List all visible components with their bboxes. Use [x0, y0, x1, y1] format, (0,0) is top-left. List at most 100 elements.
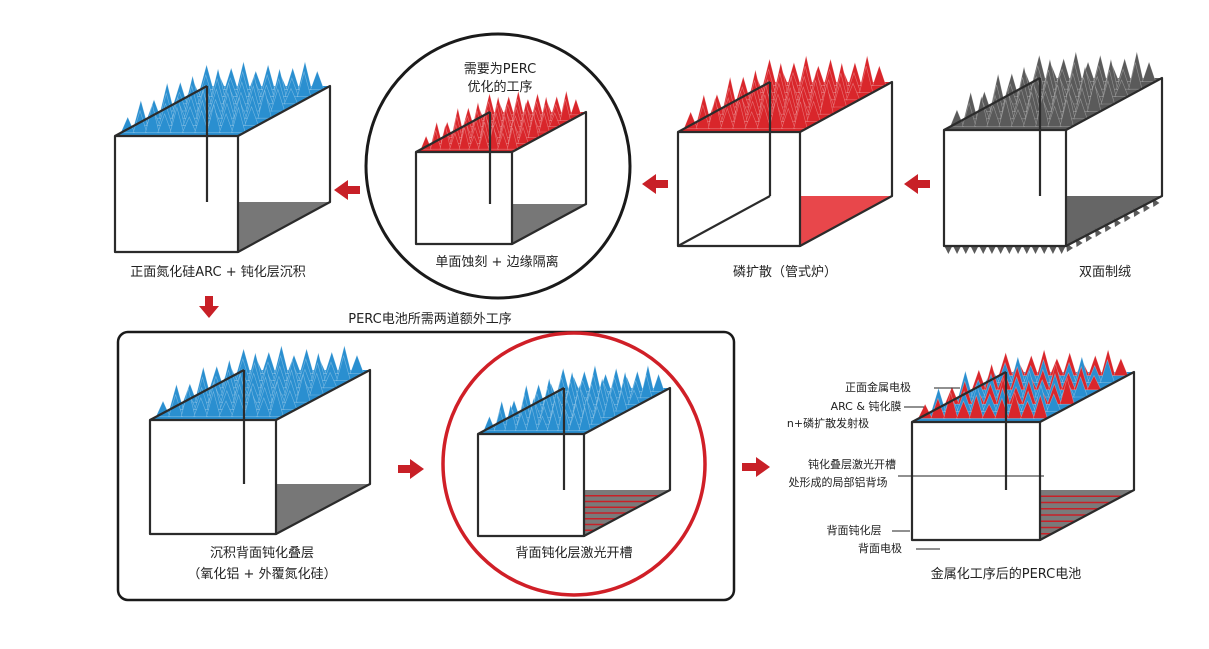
label-etching: 单面蚀刻 + 边缘隔离: [435, 254, 558, 270]
top-left-edge: [114, 85, 208, 137]
highlight-circle-red: [441, 331, 707, 597]
pyramid: [1059, 376, 1075, 405]
pyramid: [1022, 246, 1031, 254]
pyramid: [546, 409, 560, 432]
top-texture-red: [416, 90, 586, 152]
down-arrow-icon: [199, 296, 219, 318]
pyramid: [1040, 246, 1049, 254]
pyramid: [768, 98, 784, 129]
pyramid: [322, 371, 338, 389]
ann-rear-passivation: 背面钝化层: [827, 523, 882, 537]
pyramid: [155, 400, 171, 417]
right-arrow-icon: [642, 174, 668, 194]
side-edges: [237, 84, 332, 253]
box-frame: [116, 330, 736, 602]
front-face: [942, 128, 1068, 248]
pyramid: [1005, 246, 1014, 254]
pyramid: [756, 104, 771, 129]
pyramid: [296, 70, 312, 98]
pyramid: [832, 82, 848, 108]
pyramid: [845, 82, 861, 101]
top-left-edge: [943, 77, 1041, 131]
top-texture-blue: [478, 365, 670, 434]
pyramid: [549, 112, 561, 127]
label-diffusion: 磷扩散（管式炉）: [733, 265, 837, 280]
pyramid: [819, 84, 834, 115]
pyramid: [1086, 374, 1102, 391]
pyramid: [1114, 79, 1129, 97]
pyramid: [732, 101, 747, 129]
pyramid: [986, 105, 1001, 127]
ann-laser-1: 钝化叠层激光开槽: [808, 457, 896, 471]
pyramid: [961, 246, 970, 254]
label-rear-passivation-2: （氧化铝 + 外覆氮化硅）: [187, 567, 336, 582]
highlight-circle-black: [364, 32, 632, 300]
label-optimize-line1: 需要为PERC: [464, 62, 537, 77]
front-face: [676, 130, 802, 248]
pyramid: [917, 403, 933, 419]
pyramid: [981, 403, 997, 419]
pyramid: [806, 100, 821, 122]
side-edges: [511, 110, 588, 245]
right-arrow-icon: [334, 180, 360, 200]
pyramid: [310, 70, 325, 90]
ann-front-electrode: 正面金属电极: [845, 380, 911, 394]
pyramid: [615, 389, 628, 412]
top-left-edge: [677, 81, 771, 133]
box-title: PERC电池所需两道额外工序: [348, 312, 512, 327]
pyramid: [953, 246, 962, 254]
pyramid: [781, 107, 796, 129]
top-texture-blue: [912, 348, 1134, 422]
pyramid: [269, 390, 284, 417]
pyramid: [968, 394, 984, 419]
pyramid: [283, 87, 299, 105]
pyramid: [1023, 101, 1038, 127]
pyramid: [979, 246, 988, 254]
side-edges: [799, 80, 894, 247]
pyramid: [590, 405, 604, 425]
pyramid: [1047, 105, 1062, 127]
pyramid: [517, 126, 529, 144]
ann-laser-2: 处形成的局部铝背场: [789, 475, 888, 489]
pyramid: [1057, 246, 1066, 254]
pyramid: [193, 397, 209, 417]
cell-final-perc: 正面金属电极 ARC & 钝化膜 n+磷扩散发射极 钝化叠层激光开槽 处形成的局…: [787, 348, 1136, 582]
pyramid: [1007, 391, 1023, 419]
pyramid: [120, 116, 135, 133]
pyramid: [1073, 98, 1088, 120]
pyramid: [859, 66, 874, 94]
front-face: [113, 134, 240, 254]
pyramid: [1031, 246, 1040, 254]
pyramid: [1100, 79, 1116, 105]
ann-rear-electrode: 背面电极: [858, 541, 902, 555]
pyramid: [538, 112, 550, 133]
pyramid: [231, 393, 246, 417]
pyramid: [1048, 246, 1057, 254]
cell-front-arc: 正面氮化硅ARC + 钝化层沉积: [113, 61, 332, 280]
cell-rear-passivation: 沉积背面钝化叠层 （氧化铝 + 外覆氮化硅）: [148, 345, 372, 582]
pyramid: [1087, 81, 1102, 112]
pyramid: [282, 389, 298, 410]
front-face: [414, 150, 514, 246]
right-arrow-icon: [904, 174, 930, 194]
pyramid: [536, 415, 549, 432]
pyramid: [336, 354, 351, 382]
pyramid: [181, 116, 197, 133]
cell-texturing: 双面制绒: [942, 51, 1164, 280]
pyramid: [578, 407, 592, 432]
pyramid: [744, 111, 759, 129]
pyramid: [1014, 246, 1023, 254]
extra-steps-box: PERC电池所需两道额外工序 沉积背面钝化叠层 （氧化铝 + 外覆氮化硅） 背面…: [116, 312, 736, 602]
ann-emitter: n+磷扩散发射极: [787, 416, 869, 430]
front-face: [910, 420, 1042, 542]
pyramid: [1113, 357, 1129, 376]
pyramid: [506, 127, 519, 150]
pyramid: [1141, 60, 1157, 83]
pyramid: [270, 88, 286, 112]
pyramid: [944, 246, 953, 254]
pyramid: [1100, 358, 1115, 384]
pyramid: [194, 109, 209, 133]
pyramid: [349, 354, 365, 374]
label-front-arc: 正面氮化硅ARC + 钝化层沉积: [130, 265, 306, 280]
pyramid: [206, 104, 221, 133]
